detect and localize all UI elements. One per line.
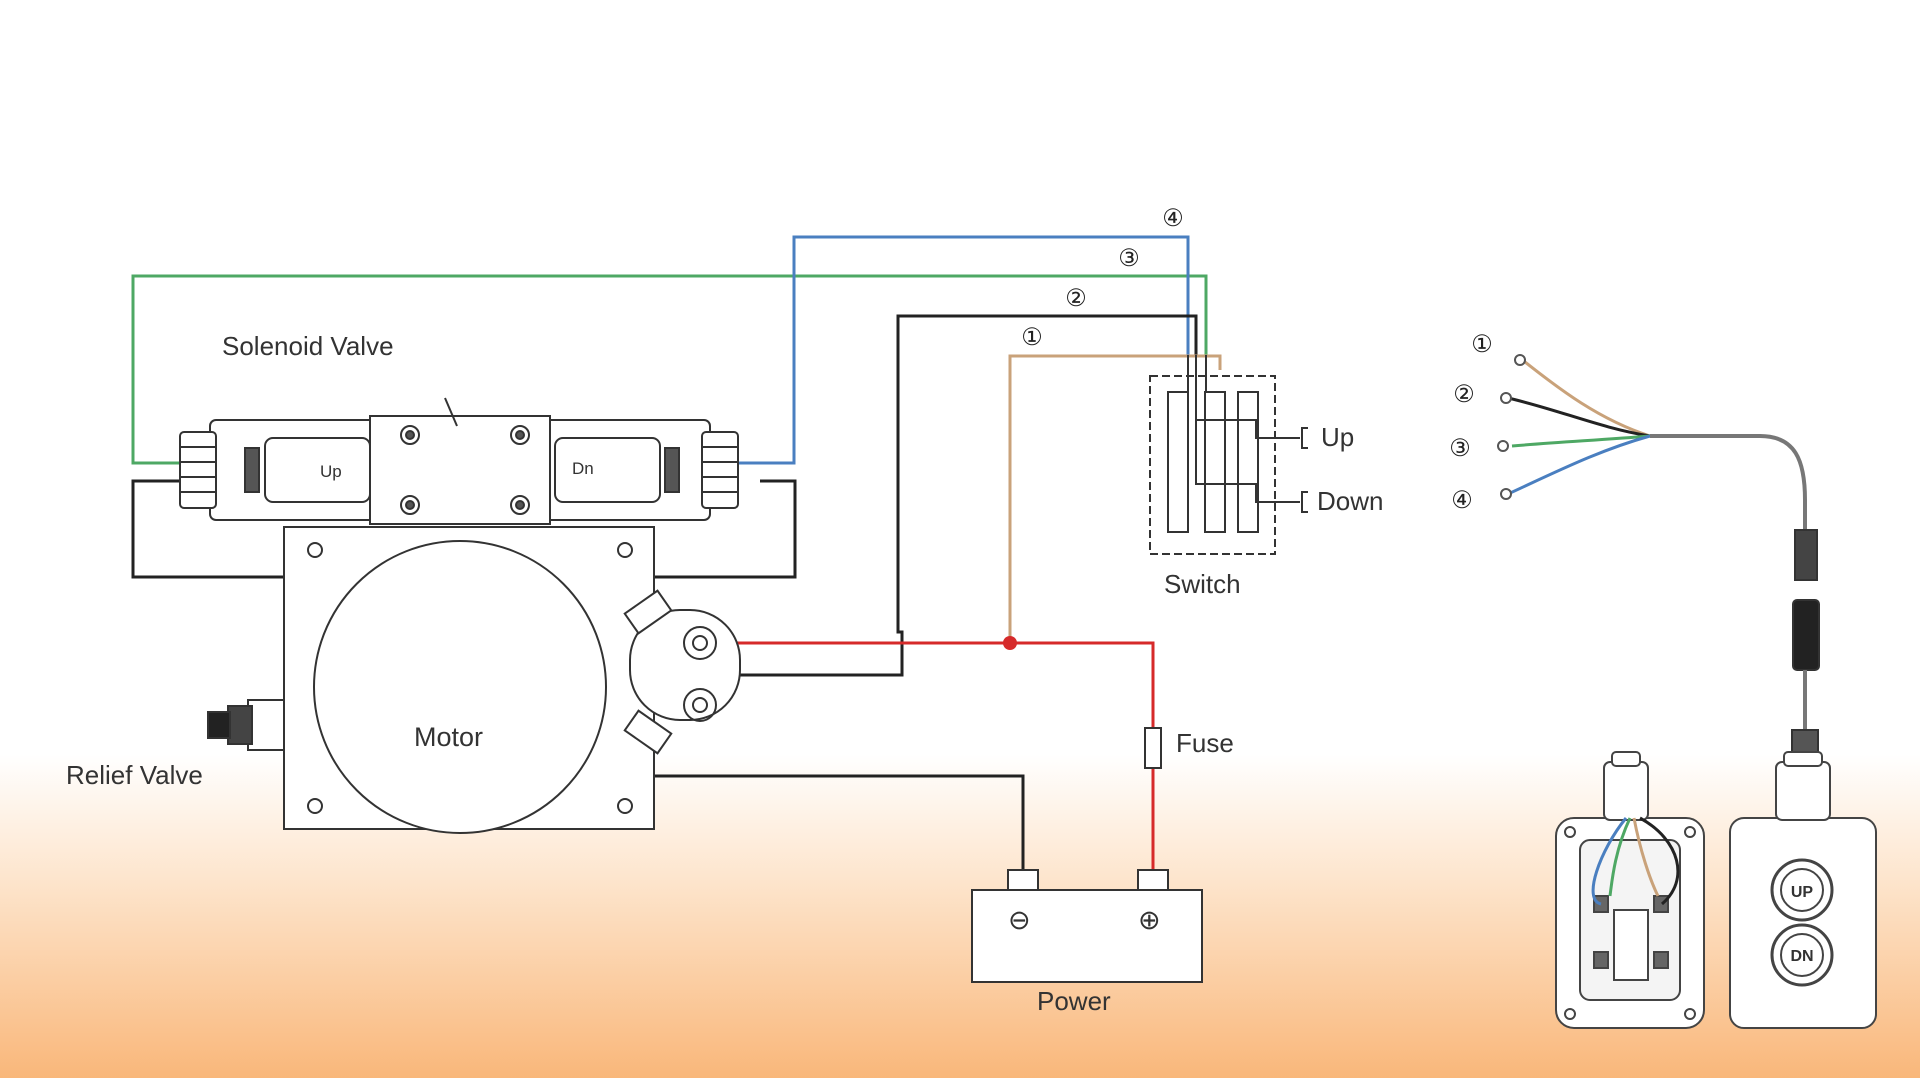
valve-up-label: Up <box>320 462 342 481</box>
wire-number-2: ② <box>1065 284 1087 312</box>
wire-3-green <box>131 274 1208 465</box>
switch-down-label: Down <box>1317 486 1383 516</box>
wire-lugs <box>1497 354 1526 500</box>
fuse <box>1144 727 1162 769</box>
pendant-down-label: DN <box>1790 948 1813 965</box>
switch-up-label: Up <box>1321 422 1354 452</box>
positive-wire <box>715 641 1155 728</box>
valve-dn-label: Dn <box>572 459 594 478</box>
wire-1-tan <box>1008 354 1222 643</box>
battery <box>971 869 1203 983</box>
switch-label: Switch <box>1164 569 1241 599</box>
wire-number-3: ③ <box>1118 244 1140 272</box>
pendant-box-open <box>1555 751 1705 1029</box>
battery-negative-symbol: ⊖ <box>1008 905 1031 935</box>
wire-number-1: ① <box>1021 323 1043 351</box>
motor-label: Motor <box>414 722 483 752</box>
wire-4-blue <box>705 235 1190 465</box>
lead-number-4: ④ <box>1451 486 1473 514</box>
wire-number-4: ④ <box>1162 204 1184 232</box>
relief-valve-label: Relief Valve <box>66 760 203 790</box>
relief-valve <box>207 699 285 751</box>
pendant-up-label: UP <box>1791 884 1814 901</box>
wire-2-black <box>740 314 1198 677</box>
motor <box>283 526 741 834</box>
lead-number-2: ② <box>1453 380 1475 408</box>
power-label: Power <box>1037 986 1111 1016</box>
pendant-down-button[interactable]: DN <box>1770 923 1834 987</box>
cable-connector <box>1791 529 1820 759</box>
junction-dot <box>1003 636 1017 650</box>
pendant-up-button[interactable]: UP <box>1770 858 1834 922</box>
pendant-lead-wires <box>1507 356 1807 530</box>
battery-positive-symbol: ⊕ <box>1138 905 1161 935</box>
pendant-box-closed <box>1729 751 1877 1029</box>
lead-number-1: ① <box>1471 330 1493 358</box>
solenoid-valve-label: Solenoid Valve <box>222 331 394 361</box>
fuse-label: Fuse <box>1176 728 1234 758</box>
solenoid-valve <box>179 397 739 525</box>
pendant-internal-wires <box>1591 816 1680 906</box>
lead-number-3: ③ <box>1449 434 1471 462</box>
switch <box>1149 355 1308 555</box>
